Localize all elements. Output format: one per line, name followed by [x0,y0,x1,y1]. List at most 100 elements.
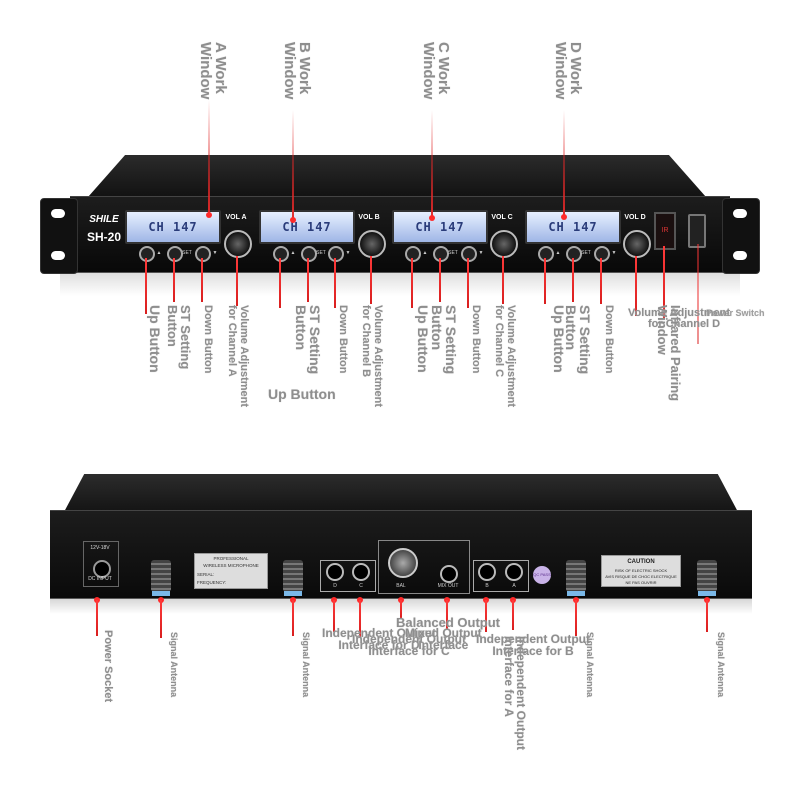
xlr-panel-frame [378,540,470,594]
output-frame-ba [473,560,529,592]
antenna-connector-1[interactable] [151,560,171,592]
callout-line-set-a [173,258,175,302]
callout-line-b-window [292,110,294,220]
info-plate-title: PROFESSIONAL [213,556,249,561]
callout-line-antenna-2 [292,600,294,636]
label-balanced-output: Balanced Output [396,615,501,630]
callout-line-set-d [572,258,574,302]
down-glyph-c: ▼ [478,250,484,256]
callout-line-out-b [485,600,487,632]
callout-dot-d-window [561,214,567,220]
lcd-window-d: CH 147 [525,210,621,244]
up-button-d[interactable] [538,246,554,262]
callout-line-set-c [439,258,441,302]
set-button-a[interactable] [167,246,183,262]
vol-label-a: VOL A [225,214,247,221]
caution-title: CAUTION [627,559,655,565]
callout-line-vol-d [635,256,637,316]
caution-plate: CAUTION RISK OF ELECTRIC SHOCK AVIS RISQ… [601,555,681,587]
power-socket[interactable] [93,560,111,578]
callout-line-vol-a [236,256,238,306]
callout-line-down-b [334,258,336,308]
antenna-base-3 [567,591,585,596]
volume-knob-a[interactable] [224,230,252,258]
volume-knob-c[interactable] [490,230,518,258]
volume-knob-b[interactable] [358,230,386,258]
output-socket-d[interactable] [326,563,344,581]
front-panel-top [88,155,706,197]
label-down-button-d: Down Button [603,305,615,374]
callout-line-power [96,600,98,636]
antenna-connector-2[interactable] [283,560,303,592]
down-glyph-d: ▼ [611,250,617,256]
label-up-button-a: Up Button [147,305,163,373]
down-button-c[interactable] [461,246,477,262]
up-button-c[interactable] [405,246,421,262]
label-down-button-a: Down Button [202,305,214,374]
up-glyph-a: ▲ [156,250,162,256]
caution-line-3: NE PAS OUVRIR [625,580,657,585]
callout-line-antenna-4 [706,600,708,632]
label-power-socket: Power Socket [102,630,114,703]
output-socket-c[interactable] [352,563,370,581]
socket-label-c: C [359,583,363,589]
callout-dot-a-window [206,212,212,218]
antenna-base-4 [698,591,716,596]
callout-line-power-switch [697,244,699,344]
set-button-d[interactable] [566,246,582,262]
antenna-connector-4[interactable] [697,560,717,592]
up-button-b[interactable] [273,246,289,262]
down-glyph-a: ▼ [212,250,218,256]
down-button-d[interactable] [594,246,610,262]
callout-line-antenna-1 [160,600,162,638]
set-button-b[interactable] [301,246,317,262]
label-up-button-c: Up Button [415,305,431,373]
output-frame-dc [320,560,376,592]
socket-label-a: A [512,583,516,589]
antenna-base-2 [284,591,302,596]
set-button-c[interactable] [433,246,449,262]
output-socket-b[interactable] [478,563,496,581]
callout-line-down-a [201,258,203,302]
label-power-switch: Power Switch [706,308,765,318]
qc-pass-badge: QC PASS [533,566,551,584]
callout-dot-c-window [429,215,435,221]
vol-label-c: VOL C [491,214,513,221]
label-up-button-b: Up Button [268,386,336,402]
set-glyph-a: SET [182,250,192,256]
up-glyph-b: ▲ [290,250,296,256]
callout-dot-b-window [290,217,296,223]
info-plate-frequency: FREQUENCY: [197,580,227,585]
lcd-window-c: CH 147 [392,210,488,244]
label-signal-antenna-4: Signal Antenna [716,632,726,698]
label-down-button-c: Down Button [470,305,482,374]
callout-line-balanced [400,600,402,618]
mix-out-socket[interactable] [440,565,458,583]
antenna-connector-3[interactable] [566,560,586,592]
caution-line-2: AVIS RISQUE DE CHOC ELECTRIQUE [605,574,677,579]
rack-ear-left [40,198,78,274]
volume-knob-d[interactable] [623,230,651,258]
callout-line-up-c [411,258,413,308]
callout-line-set-b [307,258,309,302]
up-button-a[interactable] [139,246,155,262]
balanced-output-xlr[interactable] [388,548,418,578]
callout-line-antenna-3 [575,600,577,636]
lcd-window-b: CH 147 [259,210,355,244]
down-button-b[interactable] [328,246,344,262]
down-button-a[interactable] [195,246,211,262]
set-glyph-d: SET [581,250,591,256]
power-switch[interactable] [688,214,706,248]
model-label: SH-20 [86,230,121,244]
output-socket-a[interactable] [505,563,523,581]
rear-panel-top [64,474,738,512]
